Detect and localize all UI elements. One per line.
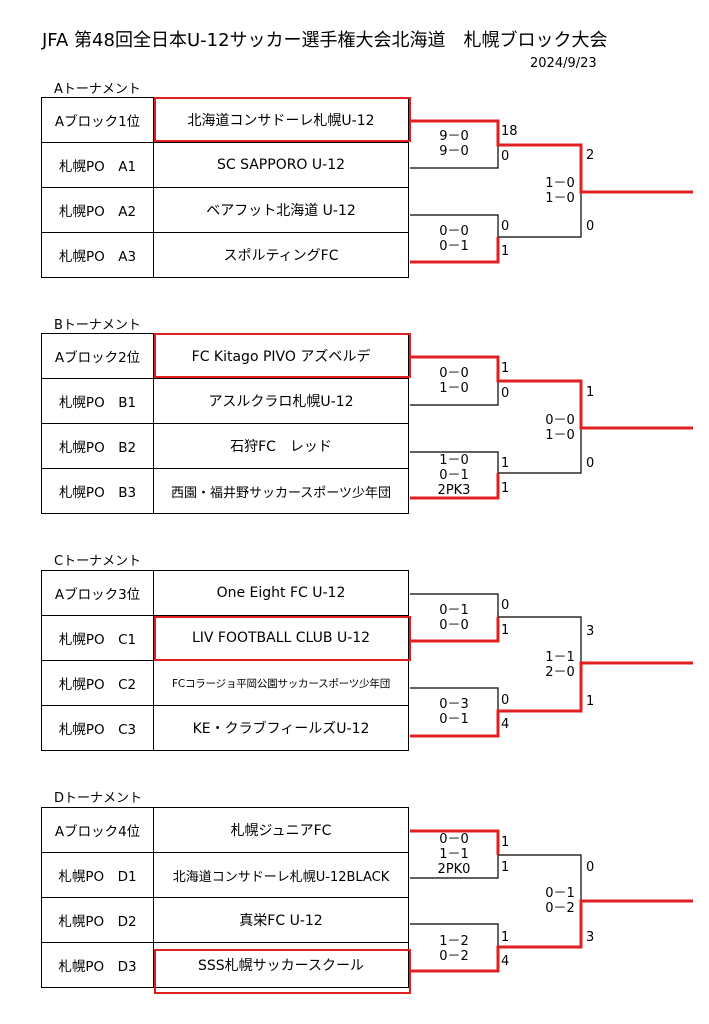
bracket-line	[498, 616, 582, 663]
goal-count: 0	[501, 598, 510, 613]
team-cell: アスルクラロ札幌U-12	[153, 378, 409, 424]
bracket-line	[410, 214, 499, 237]
winner-path	[410, 119, 693, 194]
bracket-line	[498, 192, 582, 238]
team-cell: KE・クラブフィールズU-12	[153, 705, 409, 751]
tournament-a-label: Aトーナメント	[54, 82, 141, 97]
slot-cell: 札幌PO C3	[41, 705, 154, 751]
team-cell: 札幌ジュニアFC	[153, 807, 409, 853]
goal-count: 0	[501, 219, 510, 234]
goal-count: 3	[586, 624, 595, 639]
team-cell: 真栄FC U-12	[153, 897, 409, 943]
winner-path	[410, 661, 693, 738]
goal-count: 3	[586, 930, 595, 945]
goal-count: 1	[586, 385, 595, 400]
slot-cell: 札幌PO C2	[41, 660, 154, 706]
winner-path	[410, 829, 500, 855]
date-label: 2024/9/23	[530, 56, 597, 71]
slot-cell: Aブロック4位	[41, 807, 154, 853]
team-cell: スポルティングFC	[153, 232, 409, 278]
goal-count: 1	[501, 623, 510, 638]
slot-cell: 札幌PO D2	[41, 897, 154, 943]
bracket-line	[410, 145, 499, 169]
bracket-line	[498, 854, 582, 901]
goal-count: 4	[501, 717, 510, 732]
goal-count: 1	[501, 481, 510, 496]
goal-count: 0	[501, 693, 510, 708]
winner-path	[410, 355, 693, 430]
goal-count: 0	[501, 149, 510, 164]
bracket-line	[410, 593, 499, 617]
slot-cell: 札幌PO D1	[41, 852, 154, 898]
goal-count: 2	[586, 148, 595, 163]
team-cell: 石狩FC レッド	[153, 423, 409, 469]
bracket-line	[410, 687, 499, 711]
goal-count: 1	[501, 930, 510, 945]
goal-count: 18	[501, 124, 518, 139]
winner-path	[410, 237, 500, 264]
goal-count: 1	[501, 361, 510, 376]
slot-cell: Aブロック1位	[41, 97, 154, 143]
bracket-line	[498, 428, 582, 474]
winner-path	[410, 899, 693, 973]
tournament-b-label: Bトーナメント	[54, 318, 141, 333]
winner-path	[410, 617, 500, 643]
team-cell: 西園・福井野サッカースポーツ少年団	[153, 468, 409, 514]
team-cell: FCコラージョ平岡公園サッカースポーツ少年団	[153, 660, 409, 706]
winner-path	[410, 473, 500, 500]
goal-count: 1	[586, 694, 595, 709]
slot-cell: 札幌PO B3	[41, 468, 154, 514]
slot-cell: 札幌PO A2	[41, 187, 154, 233]
goal-count: 1	[501, 244, 510, 259]
slot-cell: 札幌PO B1	[41, 378, 154, 424]
bracket-line	[410, 923, 499, 947]
bracket-line	[410, 855, 499, 879]
slot-cell: 札幌PO D3	[41, 942, 154, 988]
goal-count: 0	[586, 860, 595, 875]
slot-cell: 札幌PO A3	[41, 232, 154, 278]
team-cell: SC SAPPORO U-12	[153, 142, 409, 188]
team-cell: ベアフット北海道 U-12	[153, 187, 409, 233]
bracket-line	[410, 381, 499, 406]
goal-count: 4	[501, 954, 510, 969]
tournament-d-label: Dトーナメント	[54, 791, 143, 806]
tournament-c-label: Cトーナメント	[54, 554, 142, 569]
goal-count: 1	[501, 860, 510, 875]
goal-count: 0	[586, 219, 595, 234]
goal-count: 0	[586, 456, 595, 471]
slot-cell: 札幌PO A1	[41, 142, 154, 188]
goal-count: 1	[501, 835, 510, 850]
goal-count: 1	[501, 456, 510, 471]
goal-count: 0	[501, 386, 510, 401]
team-cell: One Eight FC U-12	[153, 570, 409, 616]
bracket-line	[410, 451, 499, 473]
winner-highlight	[154, 616, 411, 661]
page-title: JFA 第48回全日本U-12サッカー選手権大会北海道 札幌ブロック大会	[42, 30, 608, 51]
